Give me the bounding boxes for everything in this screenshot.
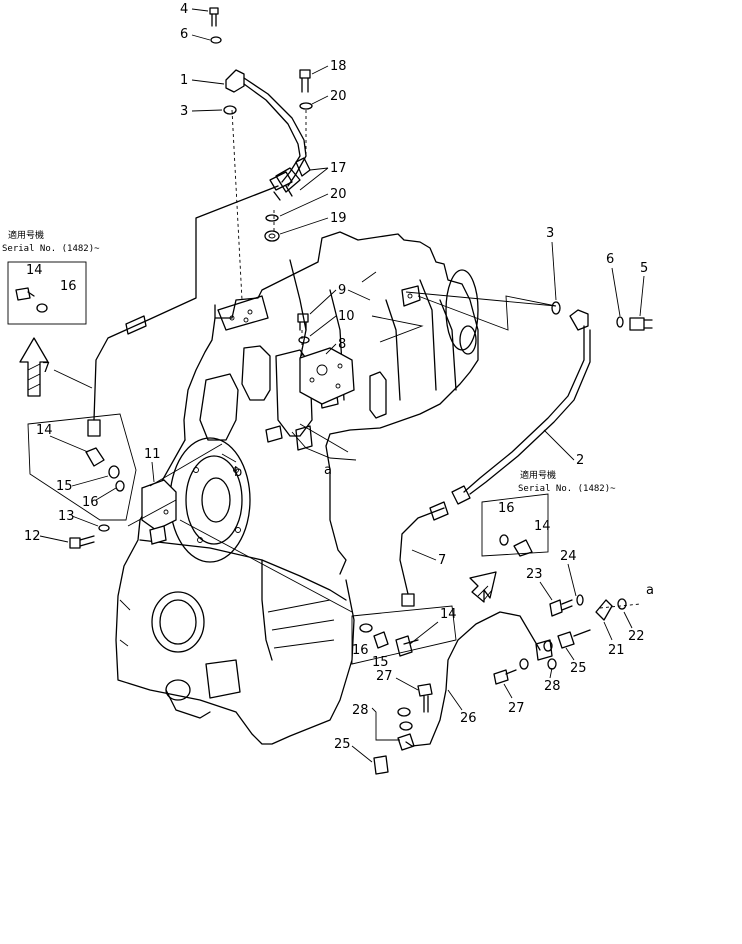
callout-10: 10 [338,309,355,324]
pipe-2 [451,309,591,505]
callout-14-inset-bottom: 14 [440,607,457,622]
marker-b: b [234,465,242,480]
callout-9: 9 [338,283,346,298]
callout-16-inset-bottom: 16 [352,643,369,658]
callout-3: 3 [180,104,188,119]
pipe-26 [397,611,553,751]
callout-27-right: 27 [508,701,525,716]
callout-23: 23 [526,567,543,582]
callout-16-inset-right: 16 [498,501,515,516]
callout-28-right: 28 [544,679,561,694]
clamp-17 [269,157,311,201]
callout-5: 5 [640,261,648,276]
hose-7-right [399,501,449,607]
callout-3-right: 3 [546,226,554,241]
serial-note-right-jp: 適用号機 [520,469,556,481]
callout-7-left: 7 [42,361,50,376]
callout-20: 20 [330,89,347,104]
callout-25-right: 25 [570,661,587,676]
marker-a-right: a [646,583,654,598]
serial-note-left-text: Serial No. (1482)~ [2,244,100,254]
callout-2: 2 [576,453,584,468]
callout-19: 19 [330,211,347,226]
callout-18: 18 [330,59,347,74]
callout-25-bottom: 25 [334,737,351,752]
pipe-1 [225,69,307,193]
callout-15-inset-bottom: 15 [372,655,389,670]
leader-lines [127,109,641,613]
callout-14-inset-left: 14 [26,263,43,278]
callout-24: 24 [560,549,577,564]
callout-8: 8 [338,337,346,352]
callout-21: 21 [608,643,625,658]
marker-a-center: a [324,463,332,478]
callout-labels: 4 6 1 3 18 20 17 20 19 14 16 9 10 8 3 6 … [24,2,654,763]
callout-13: 13 [58,509,75,524]
callout-26: 26 [460,711,477,726]
callout-16-inset-mid: 16 [82,495,99,510]
callout-6: 6 [180,27,188,42]
callout-6-right: 6 [606,252,614,267]
serial-note-left: 適用号機 Serial No. (1482)~ [2,229,100,254]
inset-boxes [7,261,549,665]
direction-arrows [19,337,497,603]
valve-block-8 [299,347,355,405]
serial-note-right: 適用号機 Serial No. (1482)~ [518,469,616,494]
callout-28-left: 28 [352,703,369,718]
callout-27-left: 27 [376,669,393,684]
callout-22: 22 [628,629,645,644]
serial-note-left-jp: 適用号機 [8,229,44,241]
callout-20b: 20 [330,187,347,202]
callout-11: 11 [144,447,161,462]
hose-7-left [87,185,279,437]
callout-7-right: 7 [438,553,446,568]
transmission-housing [115,231,479,745]
callout-16-inset-left: 16 [60,279,77,294]
callout-14-inset-right: 14 [534,519,551,534]
callout-4: 4 [180,2,188,17]
callout-17: 17 [330,161,347,176]
callout-12: 12 [24,529,41,544]
callout-14-inset-mid: 14 [36,423,53,438]
serial-note-right-text: Serial No. (1482)~ [518,484,616,494]
callout-1: 1 [180,73,188,88]
callout-15-inset-mid: 15 [56,479,73,494]
small-parts [69,7,653,775]
sensor-11 [141,479,177,545]
